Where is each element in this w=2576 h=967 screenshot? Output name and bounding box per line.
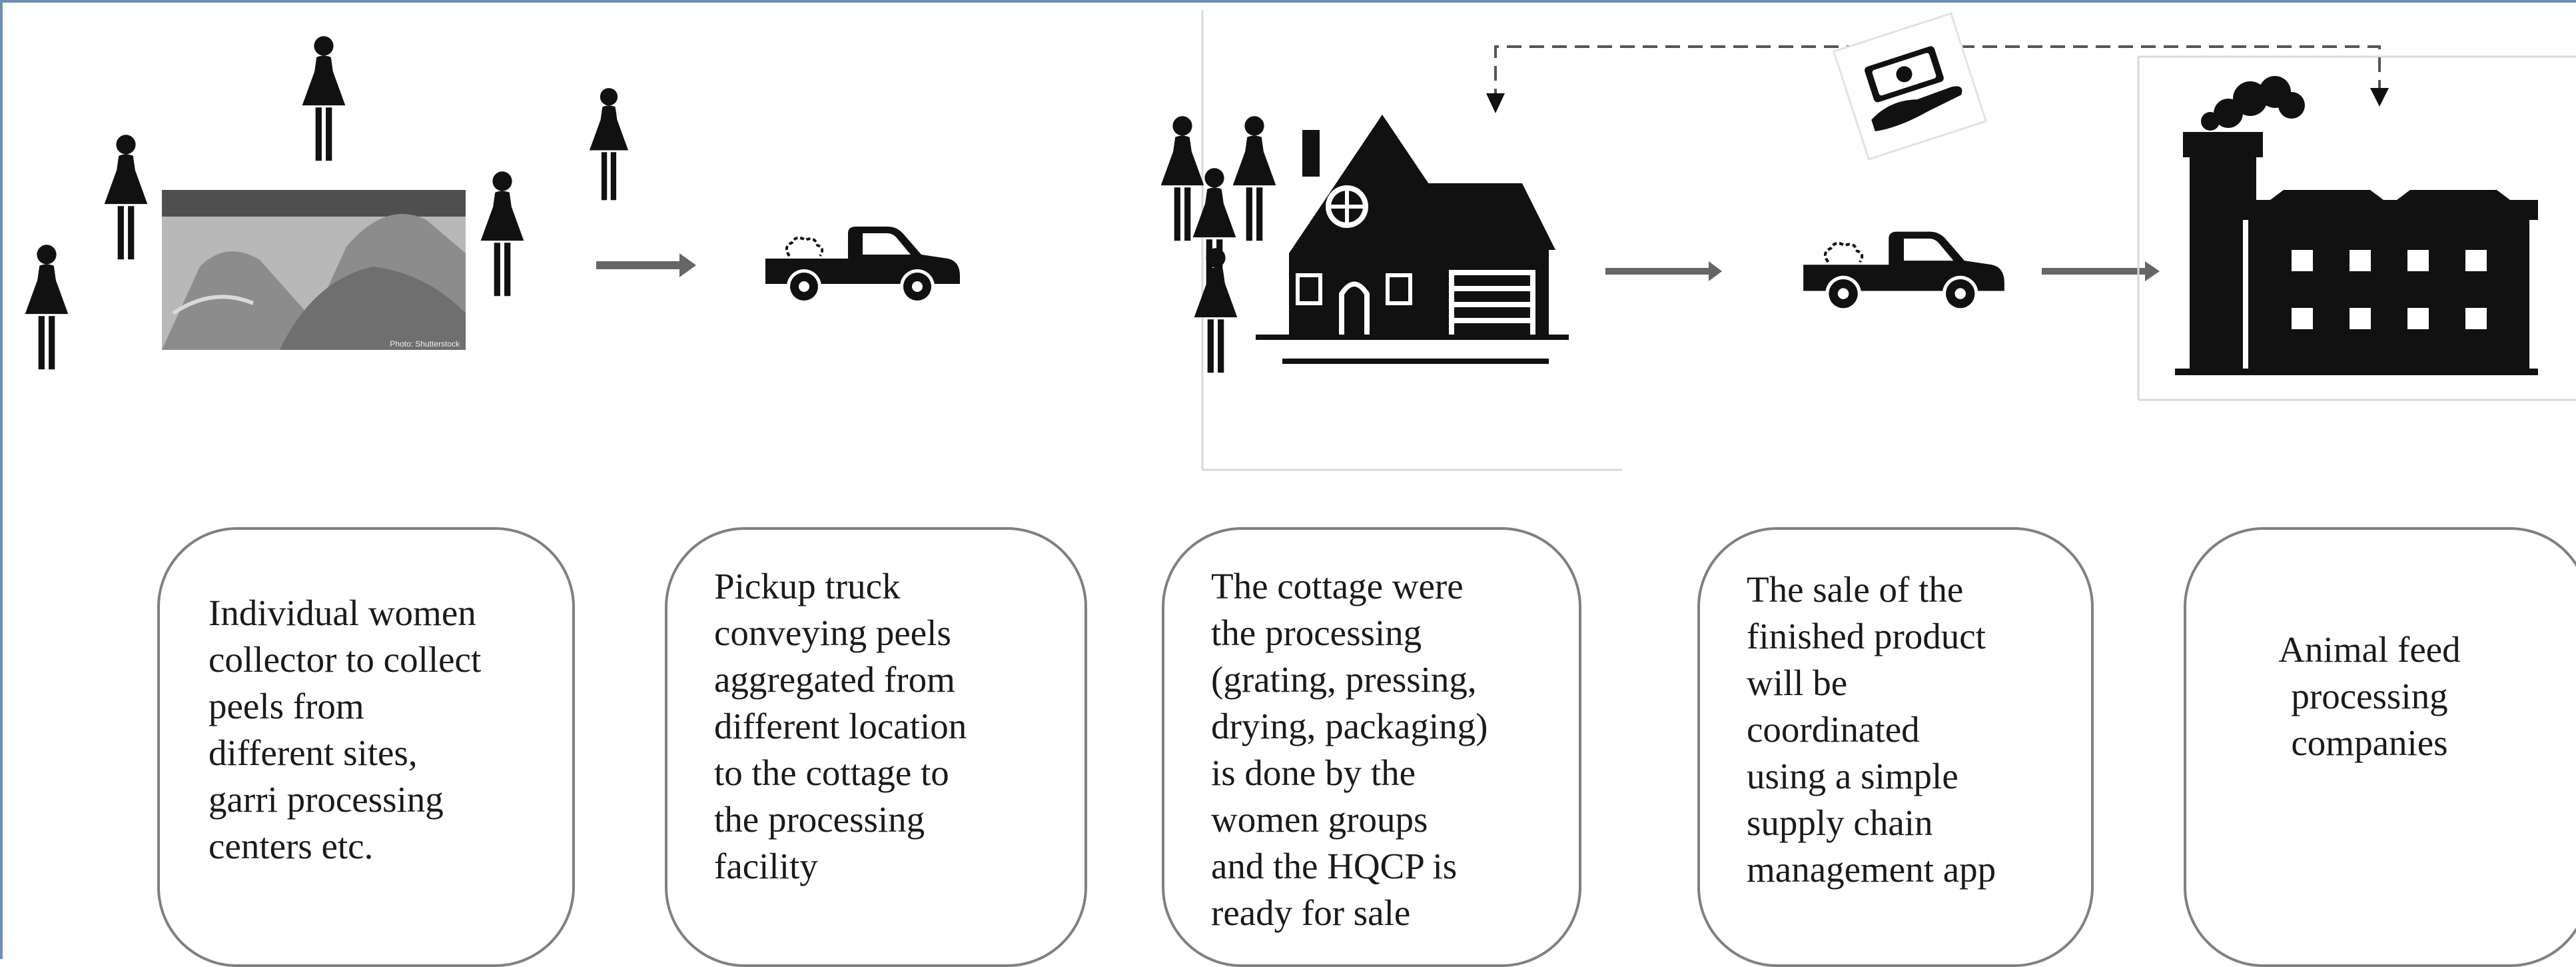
cottage-house-icon	[1256, 115, 1569, 364]
frame-border-top	[0, 0, 2576, 3]
factory-icon	[2175, 76, 2538, 375]
stage-5-description-box: Animal feed processing companies	[2184, 527, 2576, 967]
cottage-panel	[1160, 10, 1622, 471]
stage-3-description-box: The cottage were the processing (grating…	[1162, 527, 1581, 967]
peel-pile-photo: Photo: Shutterstock	[162, 190, 466, 350]
flow-arrow-1	[596, 253, 696, 277]
pickup-truck-icon	[1803, 232, 2004, 312]
stage-1-description: Individual women collector to collect pe…	[209, 592, 482, 866]
money-hand-icon	[1832, 12, 1988, 161]
stage-3-description: The cottage were the processing (grating…	[1211, 566, 1488, 933]
photo-caption: Photo: Shutterstock	[390, 339, 460, 349]
pickup-truck-icon	[764, 225, 961, 305]
stage-4-description: The sale of the finished product will be…	[1747, 569, 1996, 890]
stage-4-description-box: The sale of the finished product will be…	[1697, 527, 2094, 967]
flow-arrow-2	[1605, 261, 1722, 281]
flow-arrow-3	[2042, 261, 2160, 281]
stage-2-description-box: Pickup truck conveying peels aggregated …	[665, 527, 1087, 967]
stage-5-description: Animal feed processing companies	[2278, 629, 2461, 763]
frame-border-left	[0, 0, 3, 959]
stage-1-description-box: Individual women collector to collect pe…	[157, 527, 575, 967]
stage-2-description: Pickup truck conveying peels aggregated …	[714, 566, 967, 886]
factory-panel	[2137, 55, 2576, 401]
women-group-icon	[1160, 116, 1276, 373]
